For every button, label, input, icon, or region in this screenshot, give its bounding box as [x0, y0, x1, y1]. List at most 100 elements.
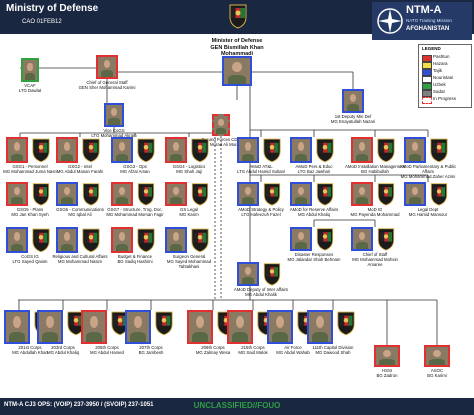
portrait-photo: [342, 89, 364, 113]
position-title: 207th Corps: [139, 345, 163, 350]
position-title: GSG2 - Intel: [68, 164, 92, 169]
unit-seal-icon: [263, 183, 281, 206]
position-title: Budget & Finance: [117, 254, 153, 259]
unit-seal-icon: [67, 311, 85, 336]
position-title: GSG4 - Logistics: [172, 164, 206, 169]
officer-name: MG Hamid Mansour: [408, 212, 448, 217]
unit-seal-icon: [82, 183, 100, 206]
nato-star-icon: [377, 8, 403, 34]
unit-seal-icon: [191, 183, 209, 206]
unit-seal-icon: [377, 228, 395, 251]
legend-label: Uzbek: [433, 82, 446, 87]
officer-name: LTG Hafeezuh Fazel: [241, 212, 281, 217]
unit-seal-icon: [263, 263, 281, 286]
portrait-photo: [290, 227, 312, 251]
position-title: 209th Corps: [201, 345, 225, 350]
position-title: Religious and Cultural Affairs: [52, 254, 108, 259]
legend-label: In Progress: [433, 96, 457, 101]
officer-name: MG Abdul Wahab: [276, 350, 310, 355]
position-title: AMoD AT&L: [249, 164, 273, 169]
position-title: AMoD Installation Management: [345, 164, 405, 169]
portrait-photo: [56, 182, 78, 206]
officer-name: MG Mohammad Nasim: [57, 259, 103, 264]
officer-name: LTG Sayed Qasim: [12, 259, 48, 264]
officer-name: BG Jambesh: [138, 350, 164, 355]
officer-name: MG Jan Khan Syeh: [11, 212, 49, 217]
position-title: 1st Deputy Min Def: [334, 114, 372, 119]
officer-name: MG Abdul Khalik: [245, 292, 277, 297]
portrait-photo: [227, 310, 253, 344]
page-title: Ministry of Defense: [6, 3, 99, 14]
officer-name: LTG Abdul Hamid Sultani: [237, 169, 285, 174]
unit-seal-icon: [430, 183, 448, 206]
unit-seal-icon: [82, 228, 100, 253]
position-title: Minister of Defense: [211, 38, 263, 44]
portrait-photo: [4, 310, 30, 344]
officer-name: MG Abdullah Khan: [12, 350, 48, 355]
ntm-a-title: NTM-A: [406, 4, 442, 16]
portrait-photo: [104, 103, 124, 127]
portrait-photo: [56, 137, 78, 163]
officer-name: MG Abdul Hamed: [90, 350, 124, 355]
portrait-photo: [267, 310, 293, 344]
position-title: GSG6 - Communications: [56, 207, 104, 212]
officer-name: MG Jalandar Shah Behnam: [287, 257, 341, 262]
position-title: MoD IG: [367, 207, 383, 212]
portrait-photo: [404, 182, 426, 206]
officer-name: MG Karim: [179, 212, 199, 217]
portrait-photo: [111, 137, 133, 163]
unit-seal-icon: [32, 183, 50, 206]
position-title: 203rd Corps: [51, 345, 75, 350]
position-title: Chief of Staff: [362, 252, 388, 257]
position-title: Ground Forces CDR: [201, 137, 241, 142]
officer-name: MG Said Malok: [238, 350, 268, 355]
unit-seal-icon: [337, 311, 355, 336]
portrait-photo: [351, 182, 373, 206]
legend-item: Uzbek: [422, 82, 470, 90]
portrait-photo: [237, 262, 259, 286]
position-title: GSG1 - Personnel: [12, 164, 48, 169]
unit-seal-icon: [32, 228, 50, 253]
portrait-photo: [21, 58, 39, 82]
unit-seal-icon: [316, 228, 334, 251]
position-title: Legal Dept: [417, 207, 439, 212]
position-title: Air Force: [284, 345, 302, 350]
position-title: GSG5 - Plans: [16, 207, 44, 212]
unit-seal-icon: [263, 138, 281, 163]
portrait-photo: [37, 310, 63, 344]
position-title: Chief of General Staff: [86, 80, 128, 85]
legend-swatch: [422, 62, 432, 69]
portrait-photo: [165, 227, 187, 253]
